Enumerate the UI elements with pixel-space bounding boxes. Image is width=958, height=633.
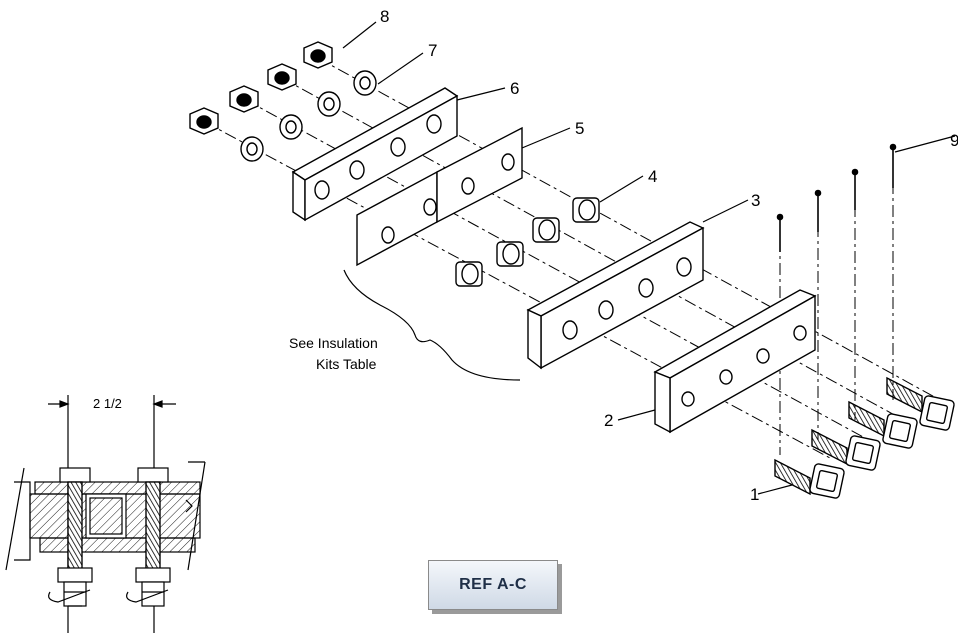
lock-washer-parts xyxy=(240,70,377,162)
channel-part3 xyxy=(526,221,705,370)
callout-label-8: 8 xyxy=(380,7,389,26)
flat-plate-part6 xyxy=(291,87,459,222)
callout-label-2: 2 xyxy=(604,411,613,430)
ref-a-c-button[interactable]: REF A-C xyxy=(428,560,558,610)
bolt-2 xyxy=(811,428,881,471)
alignment-lines xyxy=(204,57,941,459)
callout-label-5: 5 xyxy=(575,119,584,138)
channel-part2 xyxy=(653,289,817,434)
bolt-parts xyxy=(774,376,955,499)
bolt-1 xyxy=(774,458,845,499)
insulation-plate-part5 xyxy=(356,126,523,267)
callout-label-3: 3 xyxy=(751,191,760,210)
cotter-pin-parts xyxy=(776,143,897,252)
insulation-brace xyxy=(343,269,521,381)
callout-label-9: 9 xyxy=(950,131,958,150)
insulation-note-line2: Kits Table xyxy=(316,356,377,372)
callout-label-1: 1 xyxy=(750,485,759,504)
insulation-note-line1: See Insulation xyxy=(289,335,378,351)
bolt-4 xyxy=(886,376,955,431)
insulating-sleeve-parts xyxy=(455,197,600,287)
callout-label-4: 4 xyxy=(648,167,657,186)
callout-label-6: 6 xyxy=(510,79,519,98)
callout-labels: 1 2 3 4 5 6 7 8 9 xyxy=(380,7,958,504)
callout-label-7: 7 xyxy=(428,41,437,60)
callout-leaders xyxy=(342,21,956,495)
hex-nut-parts xyxy=(189,41,333,135)
section-detail xyxy=(5,395,206,633)
dimension-label: 2 1/2 xyxy=(93,396,122,411)
bolt-3 xyxy=(848,400,918,449)
